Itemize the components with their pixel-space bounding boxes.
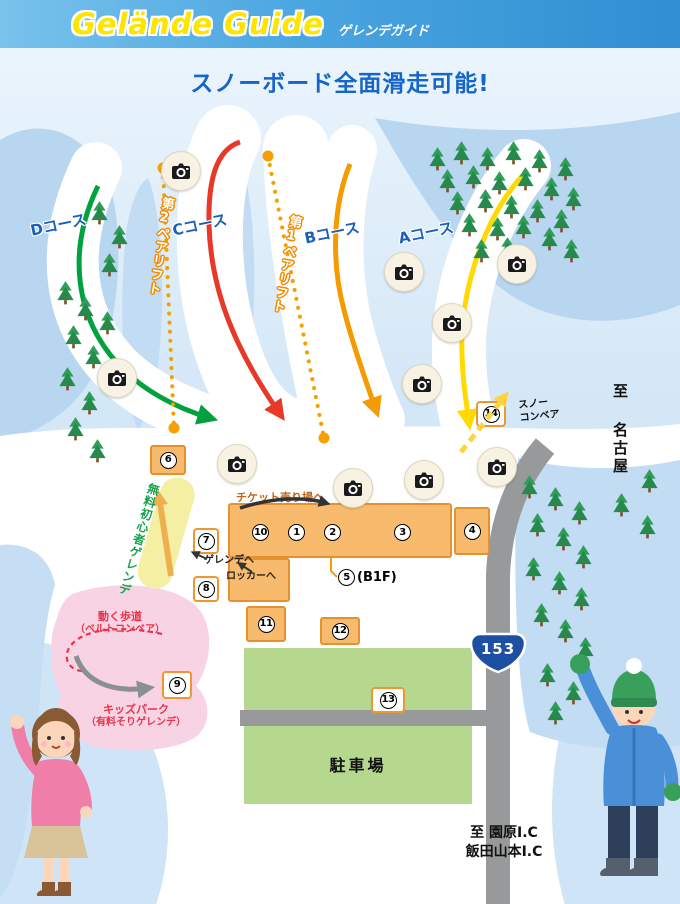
camera-glyph: [172, 163, 190, 179]
facility-box-13: 13: [371, 687, 405, 713]
kids-park-label: キッズパーク （有料そりゲレンデ）: [62, 703, 210, 729]
building-4: 4: [454, 507, 490, 555]
camera-glyph: [228, 456, 246, 472]
left-slope-edge: [0, 544, 55, 898]
camera-glyph: [508, 256, 526, 272]
facility-marker-3: 3: [394, 524, 411, 541]
parking-area: [244, 726, 472, 804]
camera-glyph: [488, 459, 506, 475]
lift-2-bottom-station: [168, 422, 180, 434]
moving-walkway-label: 動く歩道 （ベルトコンベア）: [58, 610, 182, 636]
route-153-number: 153: [480, 640, 516, 658]
building-6: 6: [150, 445, 186, 475]
facility-marker-13: 13: [379, 691, 397, 709]
to-ic-line1: 至 園原I.C: [470, 825, 538, 841]
camera-icon: [97, 358, 137, 398]
building-12: 12: [320, 617, 360, 645]
lift-stations: [157, 150, 330, 444]
facility-5-b1f-label: 5 (B1F): [338, 569, 397, 586]
facility-marker-8: 8: [197, 580, 215, 598]
woman-character: [10, 708, 92, 896]
to-ic-label: 至 園原I.C 飯田山本I.C: [446, 824, 562, 862]
building-main: 10 1 2 3: [228, 503, 452, 558]
facility-marker-14: 14: [482, 405, 500, 423]
to-gelande-label: ゲレンデへ: [204, 555, 254, 566]
belt-conveyor-line: [65, 628, 163, 673]
lift-1-line: [266, 154, 326, 440]
facility-marker-1: 1: [288, 524, 305, 541]
camera-icon: [333, 468, 373, 508]
lift-1-bottom-station: [318, 432, 330, 444]
beginner-slope-arrow: [152, 489, 174, 577]
ticket-office-label: チケット売り場へ: [236, 491, 324, 504]
camera-glyph: [413, 376, 431, 392]
facility-marker-9: 9: [168, 676, 186, 694]
lift-1-top-station: [262, 150, 274, 162]
camera-icon: [402, 364, 442, 404]
page-title: Gelände Guide: [72, 7, 324, 41]
facility-marker-12: 12: [331, 622, 349, 640]
snowboard-notice: スノーボード全面滑走可能!: [190, 71, 490, 97]
snow-conveyor-label: スノー コンベア: [518, 396, 560, 425]
road-vertical: [486, 438, 555, 904]
kids-park-line2: （有料そりゲレンデ）: [86, 716, 186, 728]
kids-park-line1: キッズパーク: [103, 703, 169, 716]
walkway-arrow: [73, 655, 156, 699]
facility-box-9: 9: [162, 671, 192, 699]
facility-marker-5: 5: [338, 569, 355, 586]
facility-marker-11: 11: [257, 615, 275, 633]
camera-icon: [384, 252, 424, 292]
lift-lines: [161, 154, 326, 440]
facility-marker-7: 7: [197, 532, 215, 550]
route-153-shield: [469, 632, 527, 674]
facility-box-8: 8: [193, 576, 219, 602]
kids-park-zone: [51, 585, 210, 751]
course-c-line: [206, 139, 285, 421]
camera-icon: [217, 444, 257, 484]
moving-walkway-line1: 動く歩道: [98, 610, 142, 623]
header-banner: Gelände Guide ゲレンデガイド: [0, 0, 680, 48]
to-locker-label: ロッカーへ: [226, 571, 276, 582]
camera-glyph: [395, 264, 413, 280]
facility-box-14: 14: [476, 401, 506, 427]
camera-icon: [161, 151, 201, 191]
camera-icon: [477, 447, 517, 487]
facility-marker-10: 10: [252, 524, 269, 541]
camera-icon: [404, 460, 444, 500]
camera-icon: [497, 244, 537, 284]
facility-marker-4: 4: [463, 522, 481, 540]
to-nagoya-label: 至 名古屋: [611, 383, 629, 476]
camera-glyph: [443, 315, 461, 331]
parking-label: 駐車場: [329, 756, 387, 775]
moving-walkway-line2: （ベルトコンベア）: [75, 623, 165, 635]
man-character: [570, 654, 680, 876]
lift-2-line: [161, 166, 176, 430]
green-area-upper: [244, 648, 472, 710]
facility-marker-6: 6: [159, 451, 177, 469]
facility-marker-2: 2: [324, 524, 341, 541]
facility-box-7: 7: [193, 528, 219, 554]
camera-glyph: [344, 480, 362, 496]
camera-glyph: [415, 472, 433, 488]
camera-icon: [432, 303, 472, 343]
page-subtitle: ゲレンデガイド: [337, 23, 429, 39]
course-b-line: [333, 163, 382, 418]
building-11: 11: [246, 606, 286, 642]
b1f-suffix: (B1F): [357, 570, 397, 585]
roads: [240, 438, 555, 904]
to-ic-line2: 飯田山本I.C: [465, 843, 543, 860]
camera-glyph: [108, 370, 126, 386]
